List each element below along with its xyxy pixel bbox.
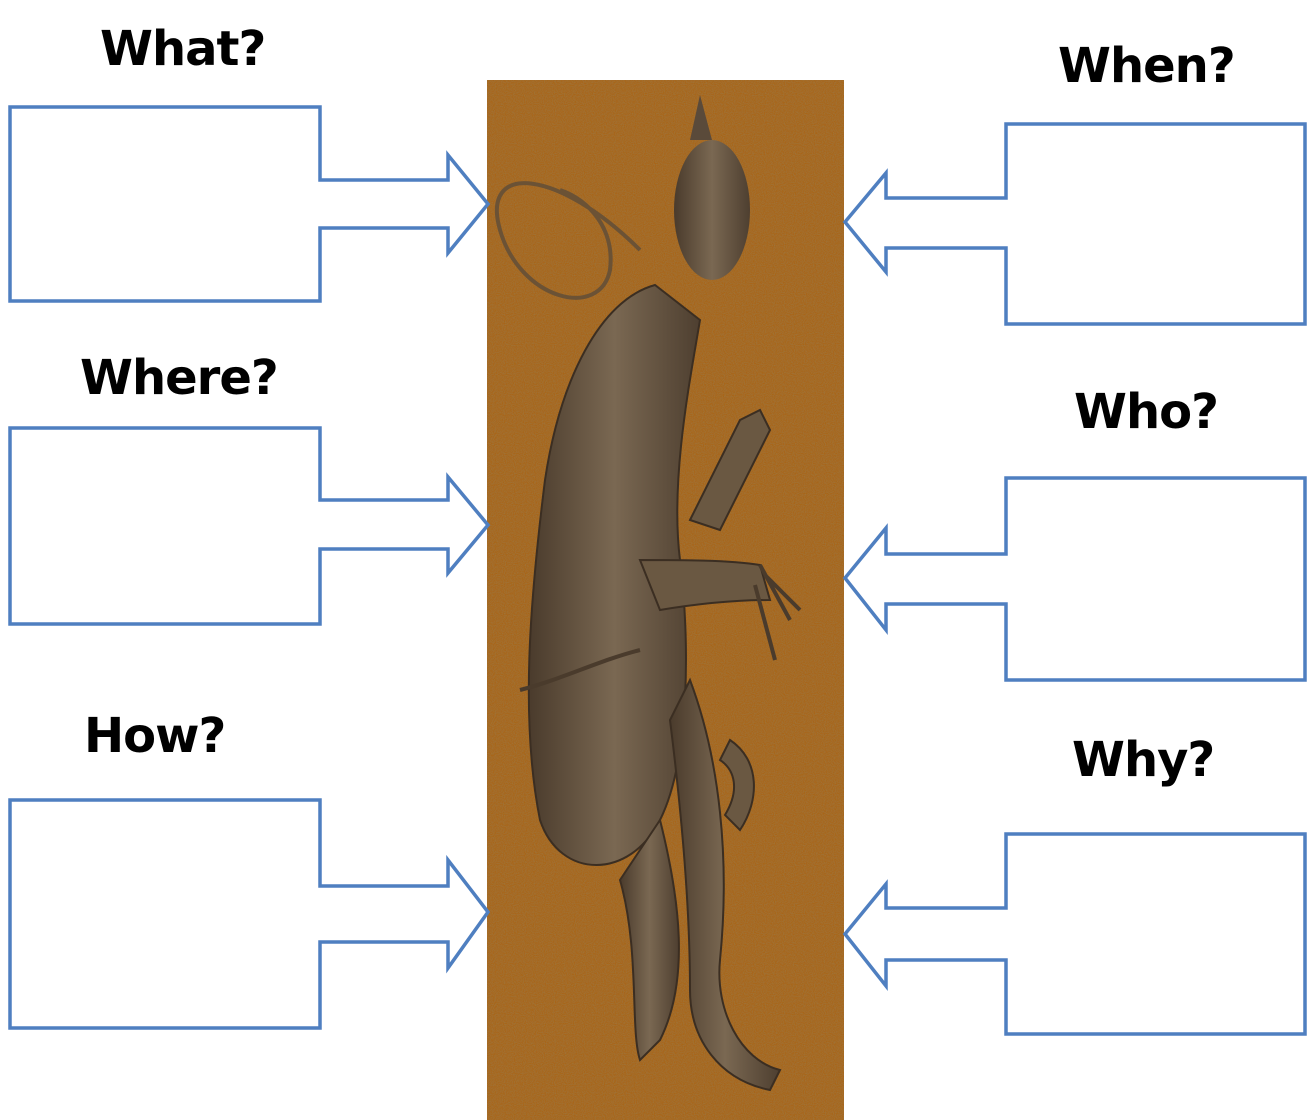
- bog-body-photo: [487, 80, 844, 1120]
- how-answer-box[interactable]: [8, 798, 491, 1030]
- when-label: When?: [1058, 38, 1235, 94]
- when-answer-box[interactable]: [842, 122, 1307, 326]
- bog-body-figure: [519, 95, 802, 1092]
- why-answer-box[interactable]: [842, 832, 1307, 1036]
- why-label: Why?: [1072, 732, 1214, 788]
- what-answer-box[interactable]: [8, 105, 491, 303]
- who-answer-box[interactable]: [842, 476, 1307, 682]
- rope-noose: [494, 181, 642, 300]
- how-label: How?: [84, 708, 225, 764]
- who-label: Who?: [1074, 384, 1218, 440]
- where-label: Where?: [80, 350, 278, 406]
- where-answer-box[interactable]: [8, 426, 491, 626]
- what-label: What?: [100, 21, 265, 77]
